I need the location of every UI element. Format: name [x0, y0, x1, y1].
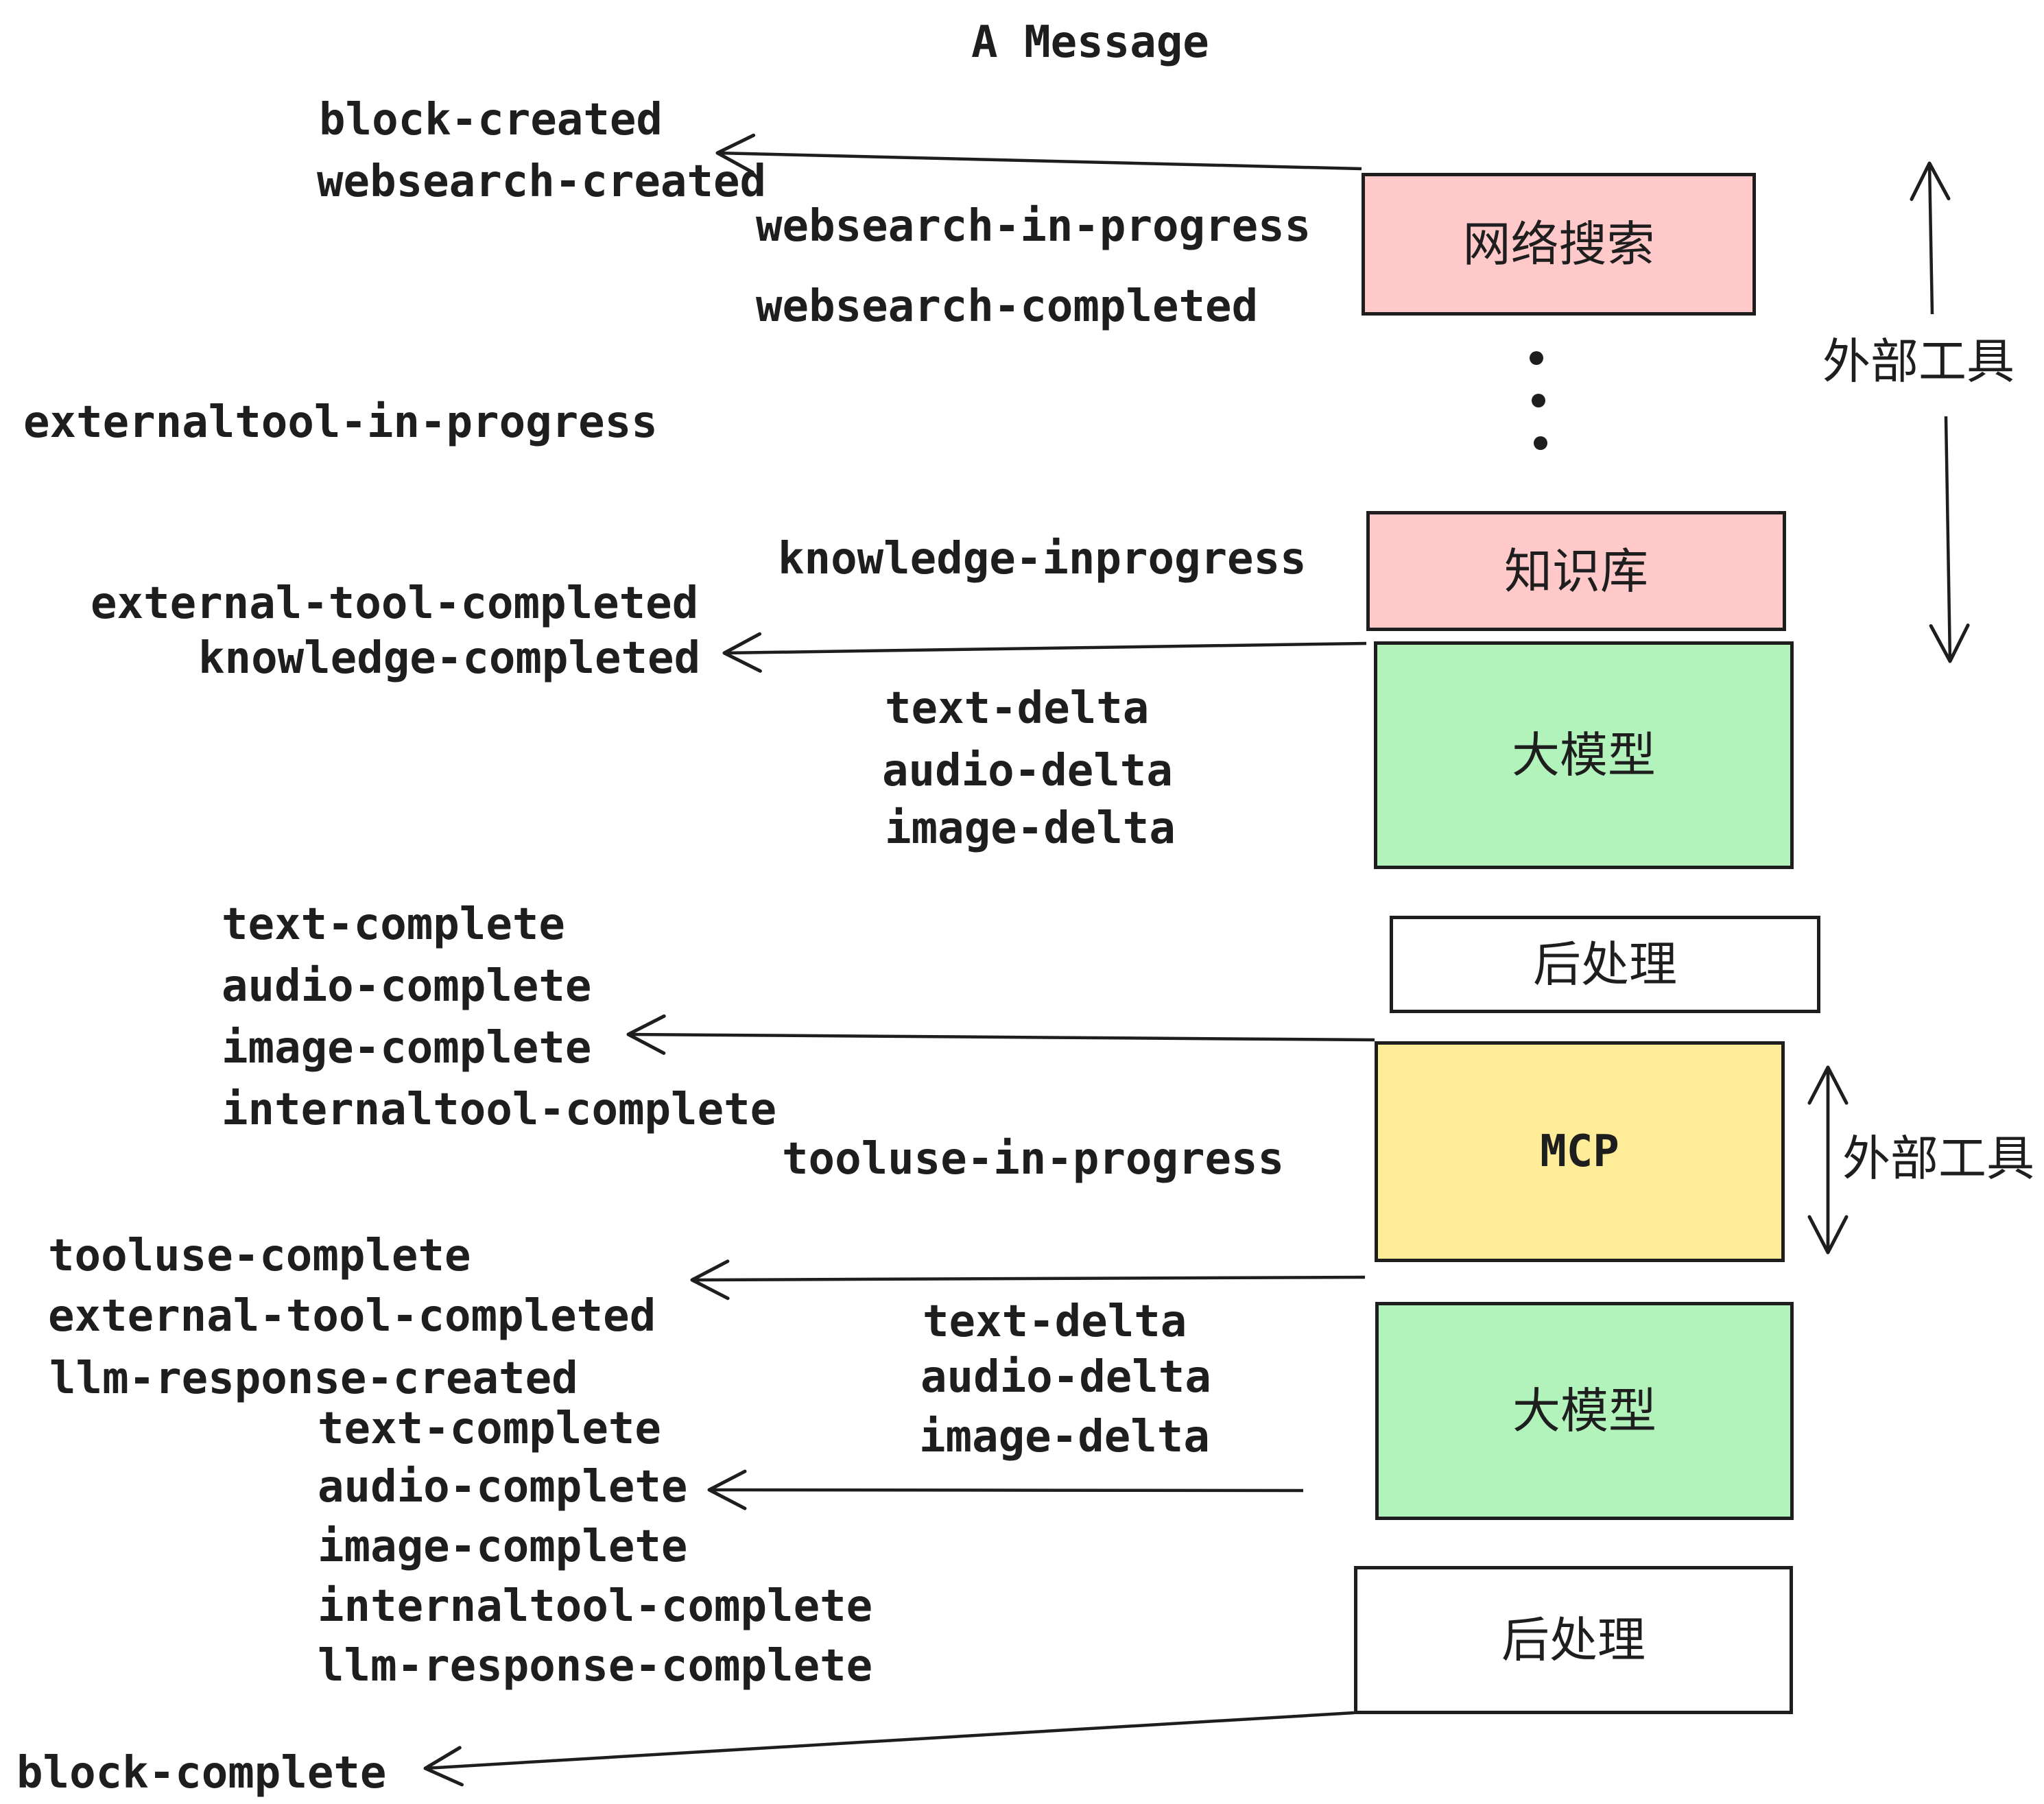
- event-label-block-complete: block-complete: [16, 1748, 387, 1799]
- event-label-websearch-completed: websearch-completed: [756, 281, 1259, 332]
- box-postprocess-1: 后处理: [1390, 916, 1820, 1013]
- event-label-text-complete-2: text-complete: [318, 1403, 661, 1454]
- box-websearch: 网络搜索: [1362, 173, 1756, 316]
- box-mcp: MCP: [1375, 1041, 1785, 1262]
- arrow-external-span1-down: [1929, 416, 1970, 663]
- box-postprocess-2: 后处理: [1354, 1566, 1793, 1714]
- event-label-image-delta-1: image-delta: [885, 803, 1176, 854]
- event-label-knowledge-inprogress: knowledge-inprogress: [778, 534, 1307, 584]
- arrow-block-created: [715, 133, 1362, 174]
- arrow-knowledge-completed: [722, 632, 1367, 673]
- event-label-knowledge-completed: knowledge-completed: [198, 633, 701, 684]
- event-label-audio-delta-2: audio-delta: [920, 1352, 1211, 1403]
- box-knowledge-base: 知识库: [1366, 511, 1786, 631]
- event-label-internaltool-complete-1: internaltool-complete: [222, 1084, 777, 1135]
- event-label-llm-response-complete: llm-response-complete: [318, 1641, 873, 1692]
- event-label-text-delta-2: text-delta: [923, 1296, 1187, 1347]
- event-label-image-delta-2: image-delta: [919, 1412, 1210, 1462]
- ellipsis-dot: [1534, 436, 1547, 450]
- event-label-tooluse-in-progress: tooluse-in-progress: [782, 1134, 1285, 1185]
- event-label-external-tool-completed-2: external-tool-completed: [48, 1291, 656, 1342]
- event-label-internaltool-complete-2: internaltool-complete: [318, 1581, 873, 1632]
- event-label-audio-complete-1: audio-complete: [222, 961, 592, 1012]
- box-postprocess-1-label: 后处理: [1533, 936, 1677, 993]
- box-knowledge-base-label: 知识库: [1504, 543, 1648, 600]
- event-label-text-delta-1: text-delta: [885, 683, 1150, 734]
- box-llm-1-label: 大模型: [1512, 727, 1656, 783]
- event-label-llm-response-created: llm-response-created: [49, 1353, 578, 1404]
- external-tools-label-2: 外部工具: [1842, 1130, 2034, 1187]
- event-label-tooluse-complete: tooluse-complete: [48, 1231, 471, 1281]
- event-label-websearch-created: websearch-created: [317, 156, 767, 207]
- event-label-image-complete-1: image-complete: [222, 1023, 592, 1073]
- event-label-externaltool-in-progress: externaltool-in-progress: [23, 397, 658, 448]
- arrow-audio-complete: [707, 1469, 1304, 1510]
- event-label-audio-delta-1: audio-delta: [882, 746, 1173, 796]
- box-llm-2-label: 大模型: [1512, 1383, 1656, 1439]
- box-llm-2: 大模型: [1375, 1302, 1794, 1520]
- ellipsis-dot: [1530, 351, 1543, 365]
- event-label-audio-complete-2: audio-complete: [318, 1462, 688, 1512]
- event-label-text-complete-1: text-complete: [222, 899, 565, 950]
- arrow-external-tool-completed: [690, 1259, 1366, 1301]
- diagram-title: A Message: [971, 17, 1209, 68]
- event-label-websearch-in-progress: websearch-in-progress: [756, 201, 1311, 252]
- arrow-external-span1-up: [1910, 161, 1951, 315]
- box-llm-1: 大模型: [1374, 641, 1794, 869]
- event-label-block-created: block-created: [319, 95, 663, 145]
- box-postprocess-2-label: 后处理: [1501, 1612, 1645, 1668]
- event-label-external-tool-completed-1: external-tool-completed: [91, 578, 699, 629]
- arrow-image-complete: [626, 1014, 1375, 1055]
- external-tools-label-1: 外部工具: [1822, 333, 2015, 390]
- event-label-image-complete-2: image-complete: [318, 1521, 688, 1572]
- ellipsis-dot: [1532, 394, 1545, 407]
- arrow-block-complete: [423, 1711, 1355, 1787]
- box-websearch-label: 网络搜索: [1462, 216, 1655, 272]
- box-mcp-label: MCP: [1540, 1126, 1619, 1177]
